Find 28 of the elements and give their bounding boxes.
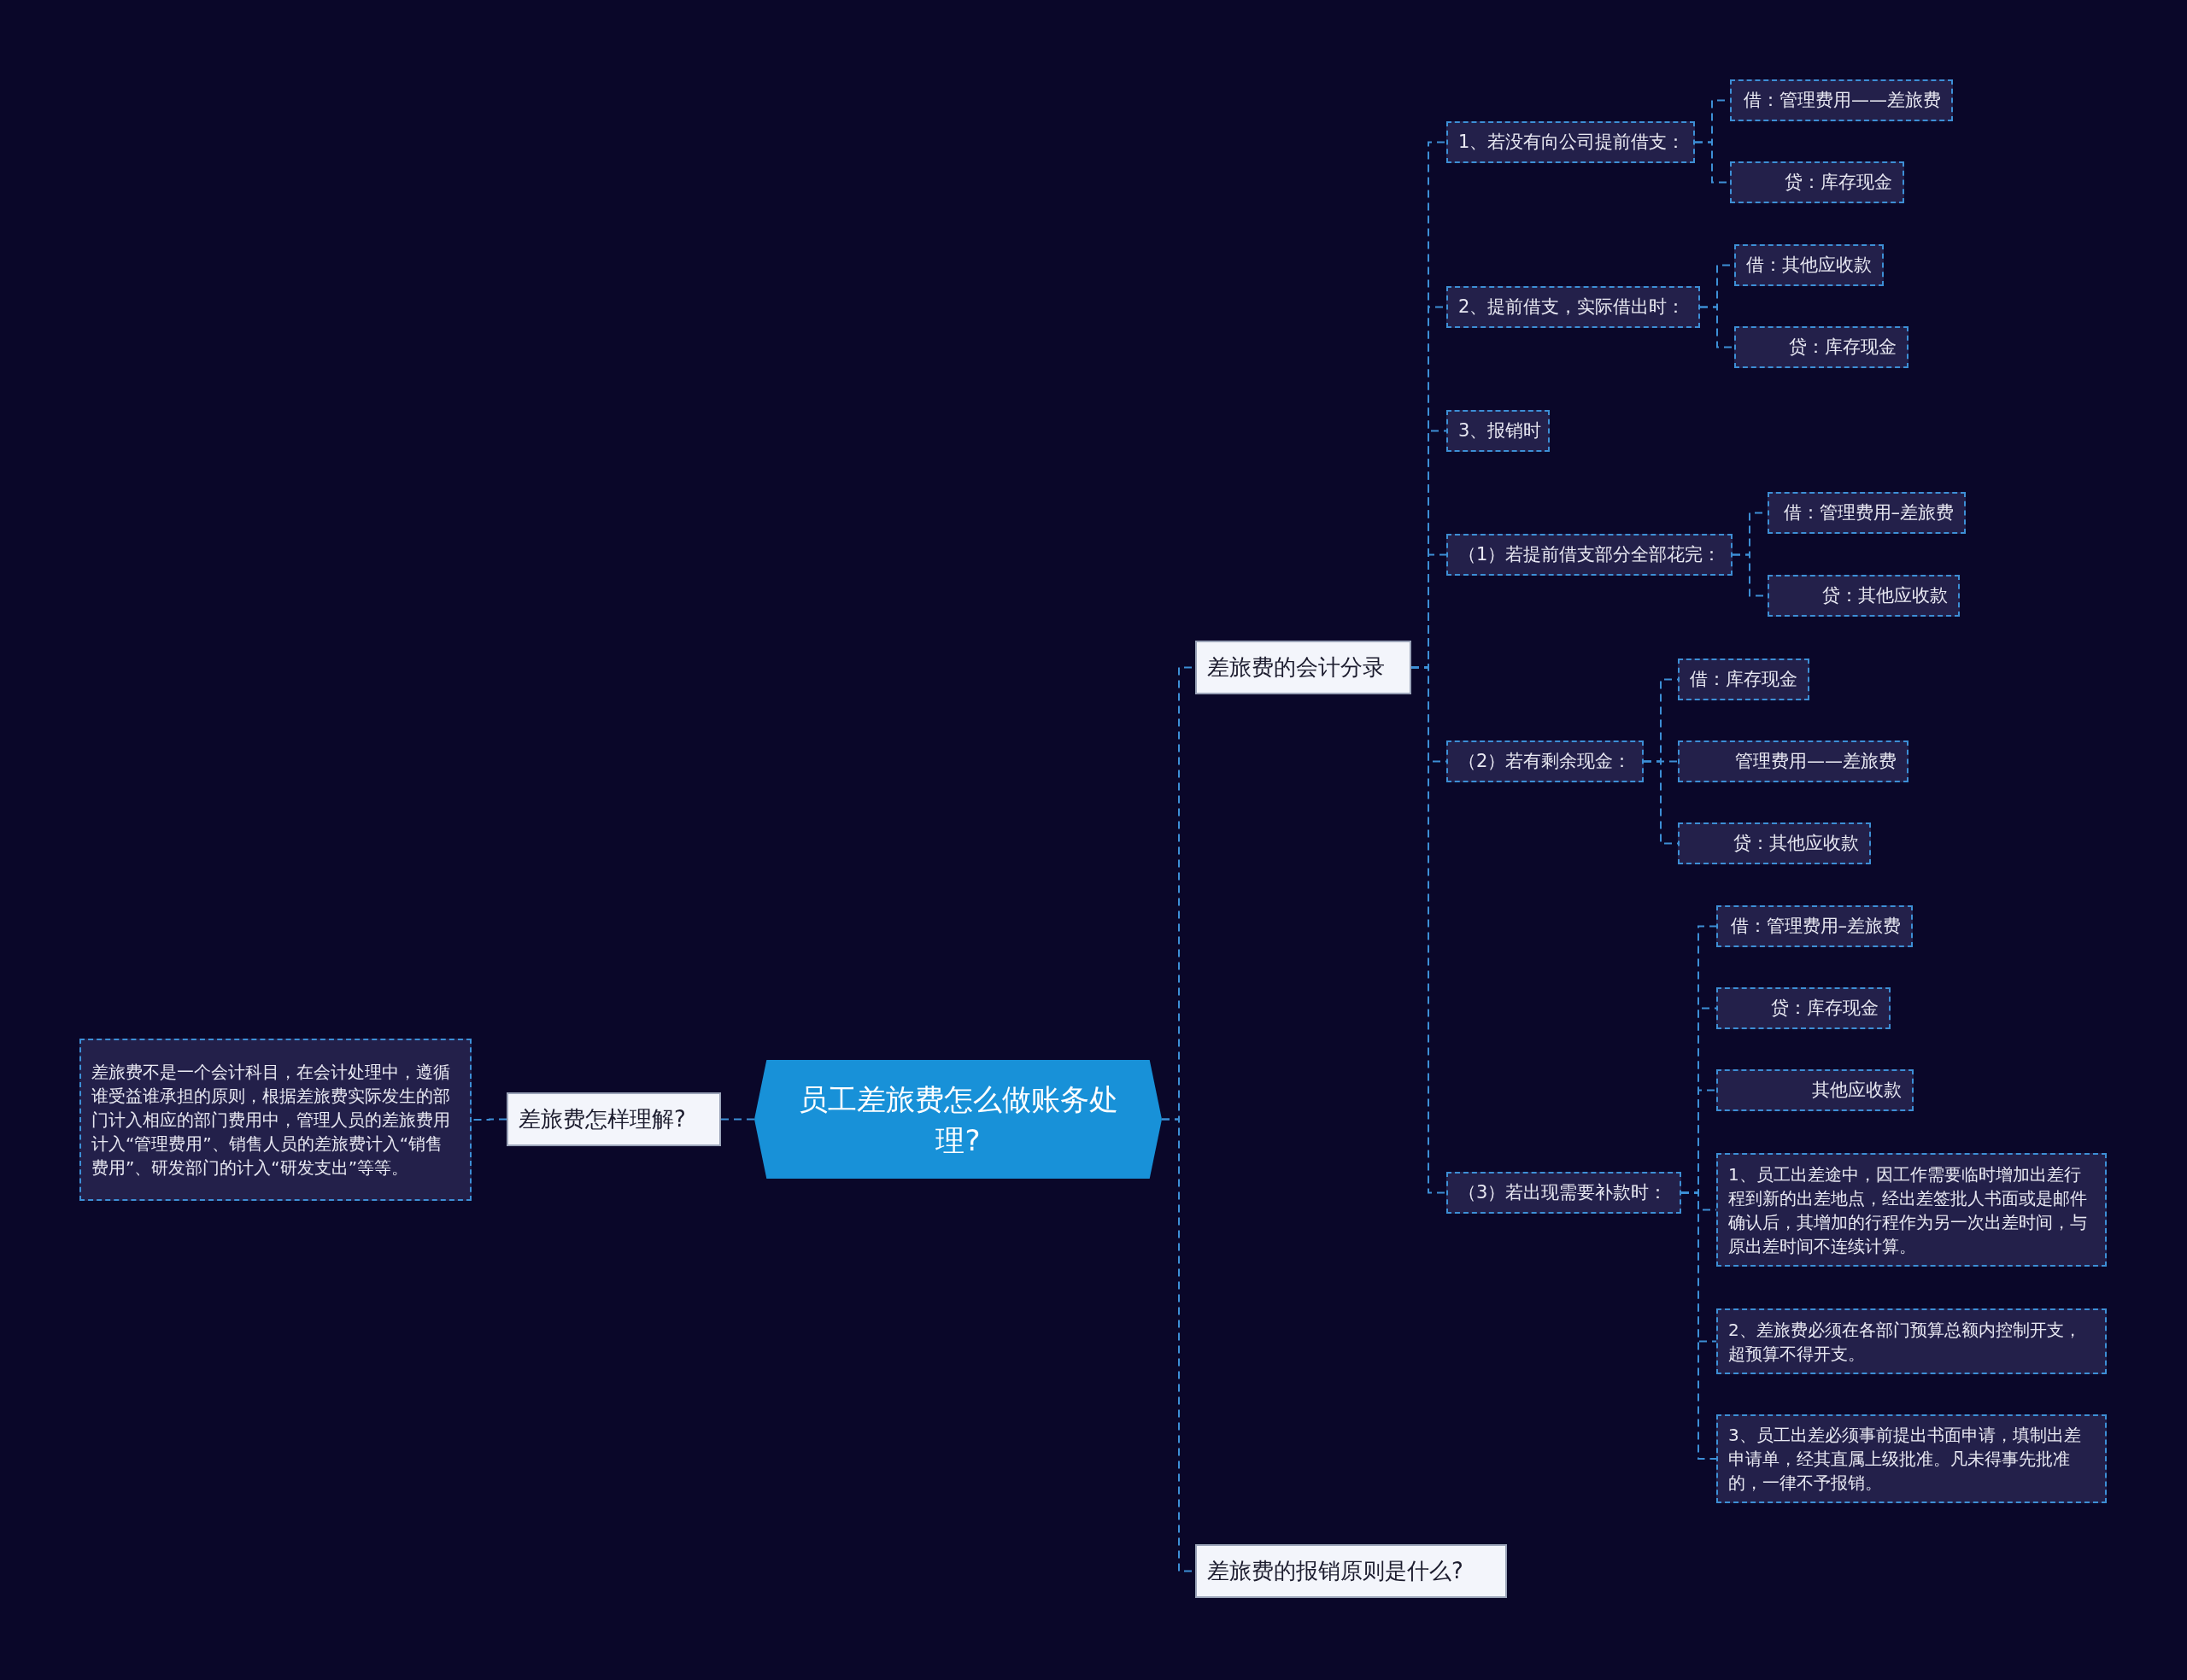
central-topic-hexagon: 员工差旅费怎么做账务处理? [754, 1060, 1162, 1179]
topic-box: 差旅费怎样理解? [507, 1092, 721, 1146]
note-box: 3、员工出差必须事前提出书面申请，填制出差申请单，经其直属上级批准。凡未得事先批准的，一律不予报销。 [1716, 1414, 2107, 1503]
leaf-box: 贷：其他应收款 [1768, 575, 1960, 617]
leaf-box: 贷：其他应收款 [1678, 822, 1871, 864]
topic-box: 差旅费的报销原则是什么? [1195, 1544, 1507, 1598]
leaf-box: 贷：库存现金 [1730, 161, 1904, 203]
leaf-box: 借：管理费用–差旅费 [1716, 905, 1913, 947]
leaf-box: 借：其他应收款 [1734, 244, 1884, 286]
leaf-box: 借：库存现金 [1678, 659, 1809, 700]
branch-box: 3、报销时 [1446, 410, 1550, 452]
connector-line [720, 1118, 755, 1121]
leaf-box: 借：管理费用——差旅费 [1730, 79, 1953, 121]
leaf-box: 其他应收款 [1716, 1069, 1914, 1111]
leaf-box: 贷：库存现金 [1716, 987, 1891, 1029]
note-box: 2、差旅费必须在各部门预算总额内控制开支，超预算不得开支。 [1716, 1308, 2107, 1374]
connector-line [1680, 1191, 1717, 1460]
note-box: 1、员工出差途中，因工作需要临时增加出差行程到新的出差地点，经出差签批人书面或是邮件确认后，其增加的行程作为另一次出差时间，与原出差时间不连续计算。 [1716, 1153, 2107, 1267]
branch-box: （3）若出现需要补款时： [1446, 1172, 1681, 1214]
branch-box: 2、提前借支，实际借出时： [1446, 286, 1700, 328]
branch-box: （2）若有剩余现金： [1446, 740, 1644, 782]
leaf-box: 贷：库存现金 [1734, 326, 1908, 368]
branch-box: 1、若没有向公司提前借支： [1446, 121, 1695, 163]
leaf-box: 借：管理费用–差旅费 [1768, 492, 1966, 534]
branch-box: （1）若提前借支部分全部花完： [1446, 534, 1733, 576]
topic-box: 差旅费的会计分录 [1195, 641, 1411, 694]
note-box: 差旅费不是一个会计科目，在会计处理中，遵循谁受益谁承担的原则，根据差旅费实际发生的部门计入相应的部门费用中，管理人员的差旅费用计入“管理费用”、销售人员的差旅费计入“销售费用”、研发部门的计入“研发支出”等等。 [79, 1039, 472, 1201]
leaf-box: 管理费用——差旅费 [1678, 740, 1908, 782]
